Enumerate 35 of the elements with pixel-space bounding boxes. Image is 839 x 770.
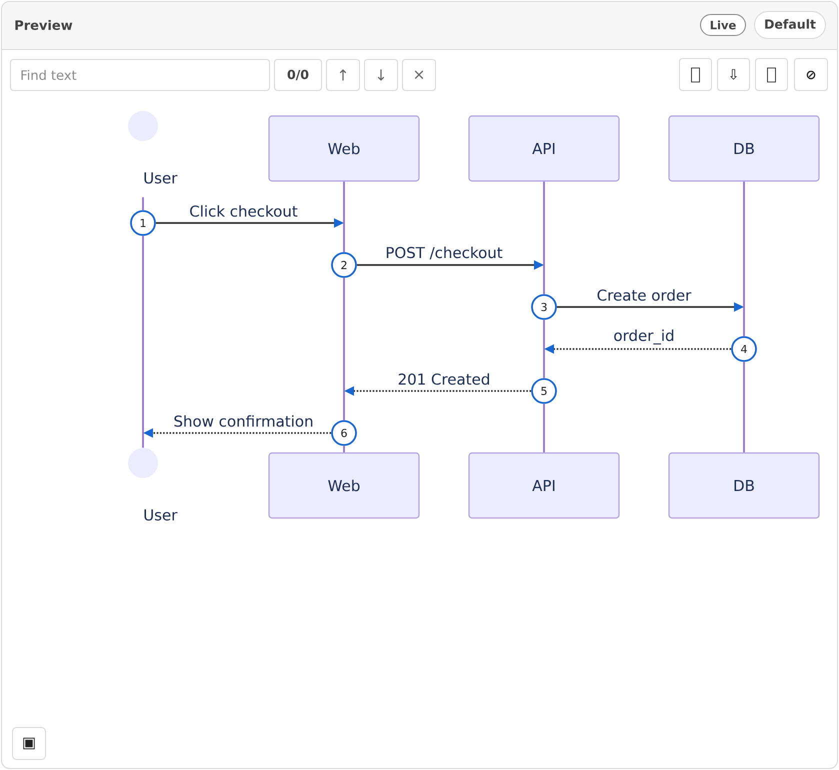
lifeline <box>343 278 345 420</box>
participant-box: API <box>468 452 620 519</box>
lifeline <box>142 236 144 448</box>
message-label: Show confirmation <box>174 415 312 427</box>
lifeline <box>343 446 345 452</box>
icon-button: ▣ <box>12 727 46 760</box>
close-button: × <box>402 59 436 91</box>
participant-box: DB <box>668 452 820 519</box>
search-field: Find text <box>10 59 270 91</box>
lifeline <box>543 182 545 294</box>
down-arrow-button: ↓ <box>364 59 398 91</box>
actor-name: User <box>144 172 178 184</box>
lifeline <box>343 182 345 252</box>
lifeline <box>743 362 745 452</box>
lifeline <box>743 182 745 336</box>
actor-name: User <box>144 509 178 521</box>
message-label: POST /checkout <box>386 246 502 260</box>
panel-title: Preview <box>15 20 72 30</box>
message-label: Click checkout <box>190 205 298 217</box>
status-badge: Live <box>700 14 746 36</box>
counter-button: 0/0 <box>274 59 322 91</box>
participant-box: API <box>468 115 620 182</box>
message-label: 201 Created <box>398 373 489 385</box>
participant-box: DB <box>668 115 820 182</box>
message-label: order_id <box>614 330 674 344</box>
up-arrow-button: ↑ <box>326 59 360 91</box>
pill-button: Default <box>754 11 826 39</box>
participant-box: Web <box>268 452 420 519</box>
lifeline <box>543 320 545 378</box>
message-label: Create order <box>598 289 692 301</box>
lifeline <box>142 197 144 210</box>
icon-button: ⇩ <box>717 58 750 91</box>
participant-box: Web <box>268 115 420 182</box>
lifeline <box>543 404 545 452</box>
icon-button: ⊘ <box>794 58 828 91</box>
